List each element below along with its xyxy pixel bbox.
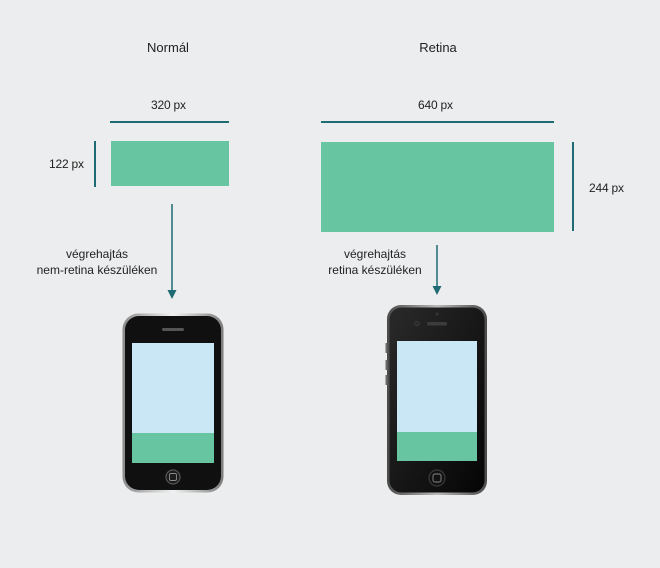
normal-height-rule	[94, 141, 96, 187]
normal-height-label: 122 px	[49, 157, 84, 171]
normal-arrow-down-icon	[167, 204, 177, 299]
retina-image-block	[321, 142, 554, 232]
retina-width-label: 640 px	[418, 98, 453, 112]
normal-width-rule	[110, 121, 229, 123]
retina-width-rule	[321, 121, 554, 123]
normal-caption-line1: végrehajtás	[65, 247, 129, 261]
normal-caption-line2: nem-retina készüléken	[36, 263, 158, 277]
retina-arrow-down-icon	[432, 245, 442, 295]
retina-title: Retina	[419, 40, 457, 55]
retina-caption-line1: végrehajtás	[343, 247, 407, 261]
retina-height-rule	[572, 142, 574, 231]
iphone-4-icon	[385, 305, 487, 495]
retina-caption-line2: retina készüléken	[328, 263, 422, 277]
retina-height-label: 244 px	[589, 181, 624, 195]
normal-title: Normál	[147, 40, 189, 55]
iphone-3g-icon	[122, 313, 224, 493]
normal-image-block	[111, 141, 229, 186]
normal-width-label: 320 px	[151, 98, 186, 112]
